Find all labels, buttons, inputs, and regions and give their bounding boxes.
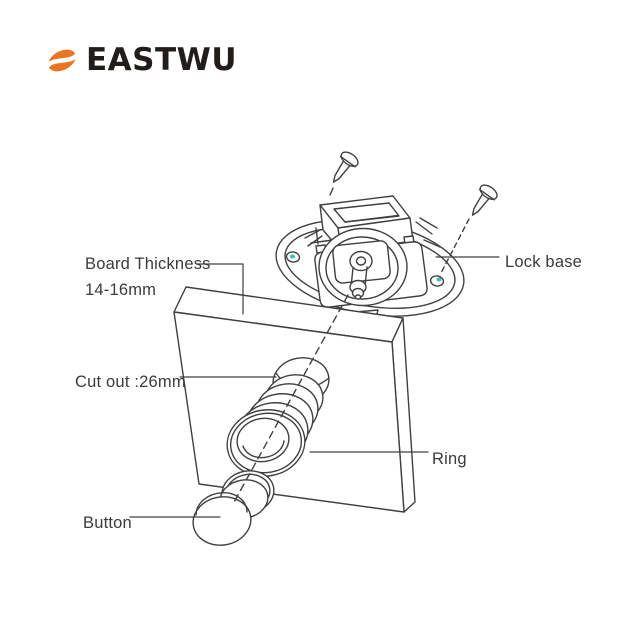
screw-left-drawing bbox=[332, 151, 359, 183]
center-axis-dashed-line bbox=[232, 294, 349, 505]
leader-board-thickness bbox=[196, 263, 244, 315]
eastwu-logo-icon bbox=[44, 49, 80, 72]
brand-name: EASTWU bbox=[86, 42, 238, 78]
button-label: Button bbox=[83, 514, 132, 532]
leader-lines bbox=[129, 256, 500, 518]
brand-logo: EASTWU bbox=[44, 44, 237, 77]
button-drawing bbox=[192, 470, 275, 546]
screw-right-dashed-guide bbox=[440, 218, 470, 274]
lock-base-label: Lock base bbox=[505, 253, 583, 271]
board-thickness-line2: 14-16mm bbox=[85, 281, 157, 299]
ring-label: Ring bbox=[432, 450, 467, 468]
ring-drawing bbox=[226, 374, 324, 477]
board-thickness-line1: Board Thickness bbox=[85, 255, 211, 273]
lock-base-drawing bbox=[275, 195, 465, 325]
screw-left-tip-dash bbox=[329, 187, 334, 196]
cut-out-label: Cut out :26mm bbox=[75, 373, 186, 391]
board-thickness-label: Board Thickness 14-16mm bbox=[85, 251, 211, 303]
screw-right-drawing bbox=[471, 184, 498, 216]
